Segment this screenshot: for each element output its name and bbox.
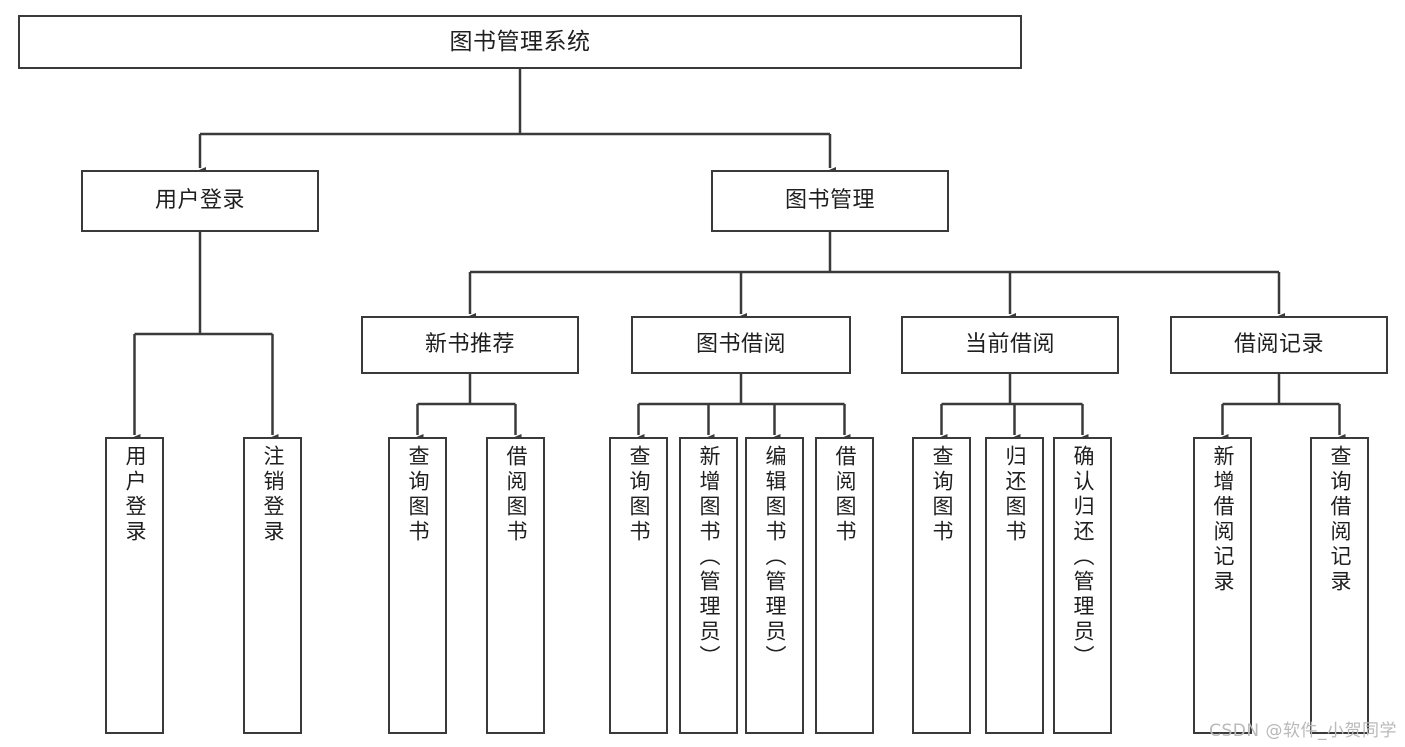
node-label: 新书推荐 [424,332,515,358]
node-book-borrowing[interactable]: 图书借阅 [631,316,851,374]
node-leaf-borrow-book-2[interactable]: 借阅图书 [815,437,874,734]
node-leaf-borrow-book-1[interactable]: 借阅图书 [486,437,545,734]
node-label: 图书管理系统 [449,28,591,55]
node-label: 图书借阅 [695,332,786,358]
node-label: 借阅图书 [504,445,528,545]
node-label: 借阅图书 [833,445,857,545]
node-new-book-recommendation[interactable]: 新书推荐 [361,316,579,374]
node-label: 用户登录 [123,445,147,545]
node-leaf-query-book-3[interactable]: 查询图书 [912,437,971,734]
node-label: 查询图书 [406,445,430,545]
node-label: 新增借阅记录 [1211,445,1235,595]
node-label: 新增图书（管理员） [697,445,721,670]
node-label: 借阅记录 [1233,332,1324,358]
node-leaf-edit-book-admin[interactable]: 编辑图书（管理员） [745,437,804,734]
node-leaf-query-book-1[interactable]: 查询图书 [388,437,447,734]
node-current-borrowing[interactable]: 当前借阅 [901,316,1119,374]
node-label: 注销登录 [261,445,285,545]
node-user-login[interactable]: 用户登录 [81,170,319,232]
node-label: 查询借阅记录 [1328,445,1352,595]
node-leaf-logout[interactable]: 注销登录 [243,437,302,734]
node-book-management[interactable]: 图书管理 [711,170,949,232]
node-label: 用户登录 [154,188,245,214]
node-leaf-add-book-admin[interactable]: 新增图书（管理员） [679,437,738,734]
node-root-book-management-system[interactable]: 图书管理系统 [18,15,1022,69]
node-borrowing-records[interactable]: 借阅记录 [1170,316,1388,374]
node-leaf-return-book[interactable]: 归还图书 [985,437,1044,734]
node-label: 确认归还（管理员） [1071,445,1095,670]
node-leaf-user-login[interactable]: 用户登录 [105,437,164,734]
node-label: 编辑图书（管理员） [763,445,787,670]
watermark-credit: CSDN @软件_小贺同学 [1209,721,1397,741]
node-label: 归还图书 [1003,445,1027,545]
node-label: 图书管理 [784,188,875,214]
node-leaf-add-borrowing-record[interactable]: 新增借阅记录 [1193,437,1252,734]
node-label: 当前借阅 [964,332,1055,358]
node-leaf-confirm-return-admin[interactable]: 确认归还（管理员） [1053,437,1112,734]
node-leaf-query-book-2[interactable]: 查询图书 [609,437,668,734]
node-leaf-query-borrowing-record[interactable]: 查询借阅记录 [1310,437,1369,734]
node-label: 查询图书 [930,445,954,545]
node-label: 查询图书 [627,445,651,545]
